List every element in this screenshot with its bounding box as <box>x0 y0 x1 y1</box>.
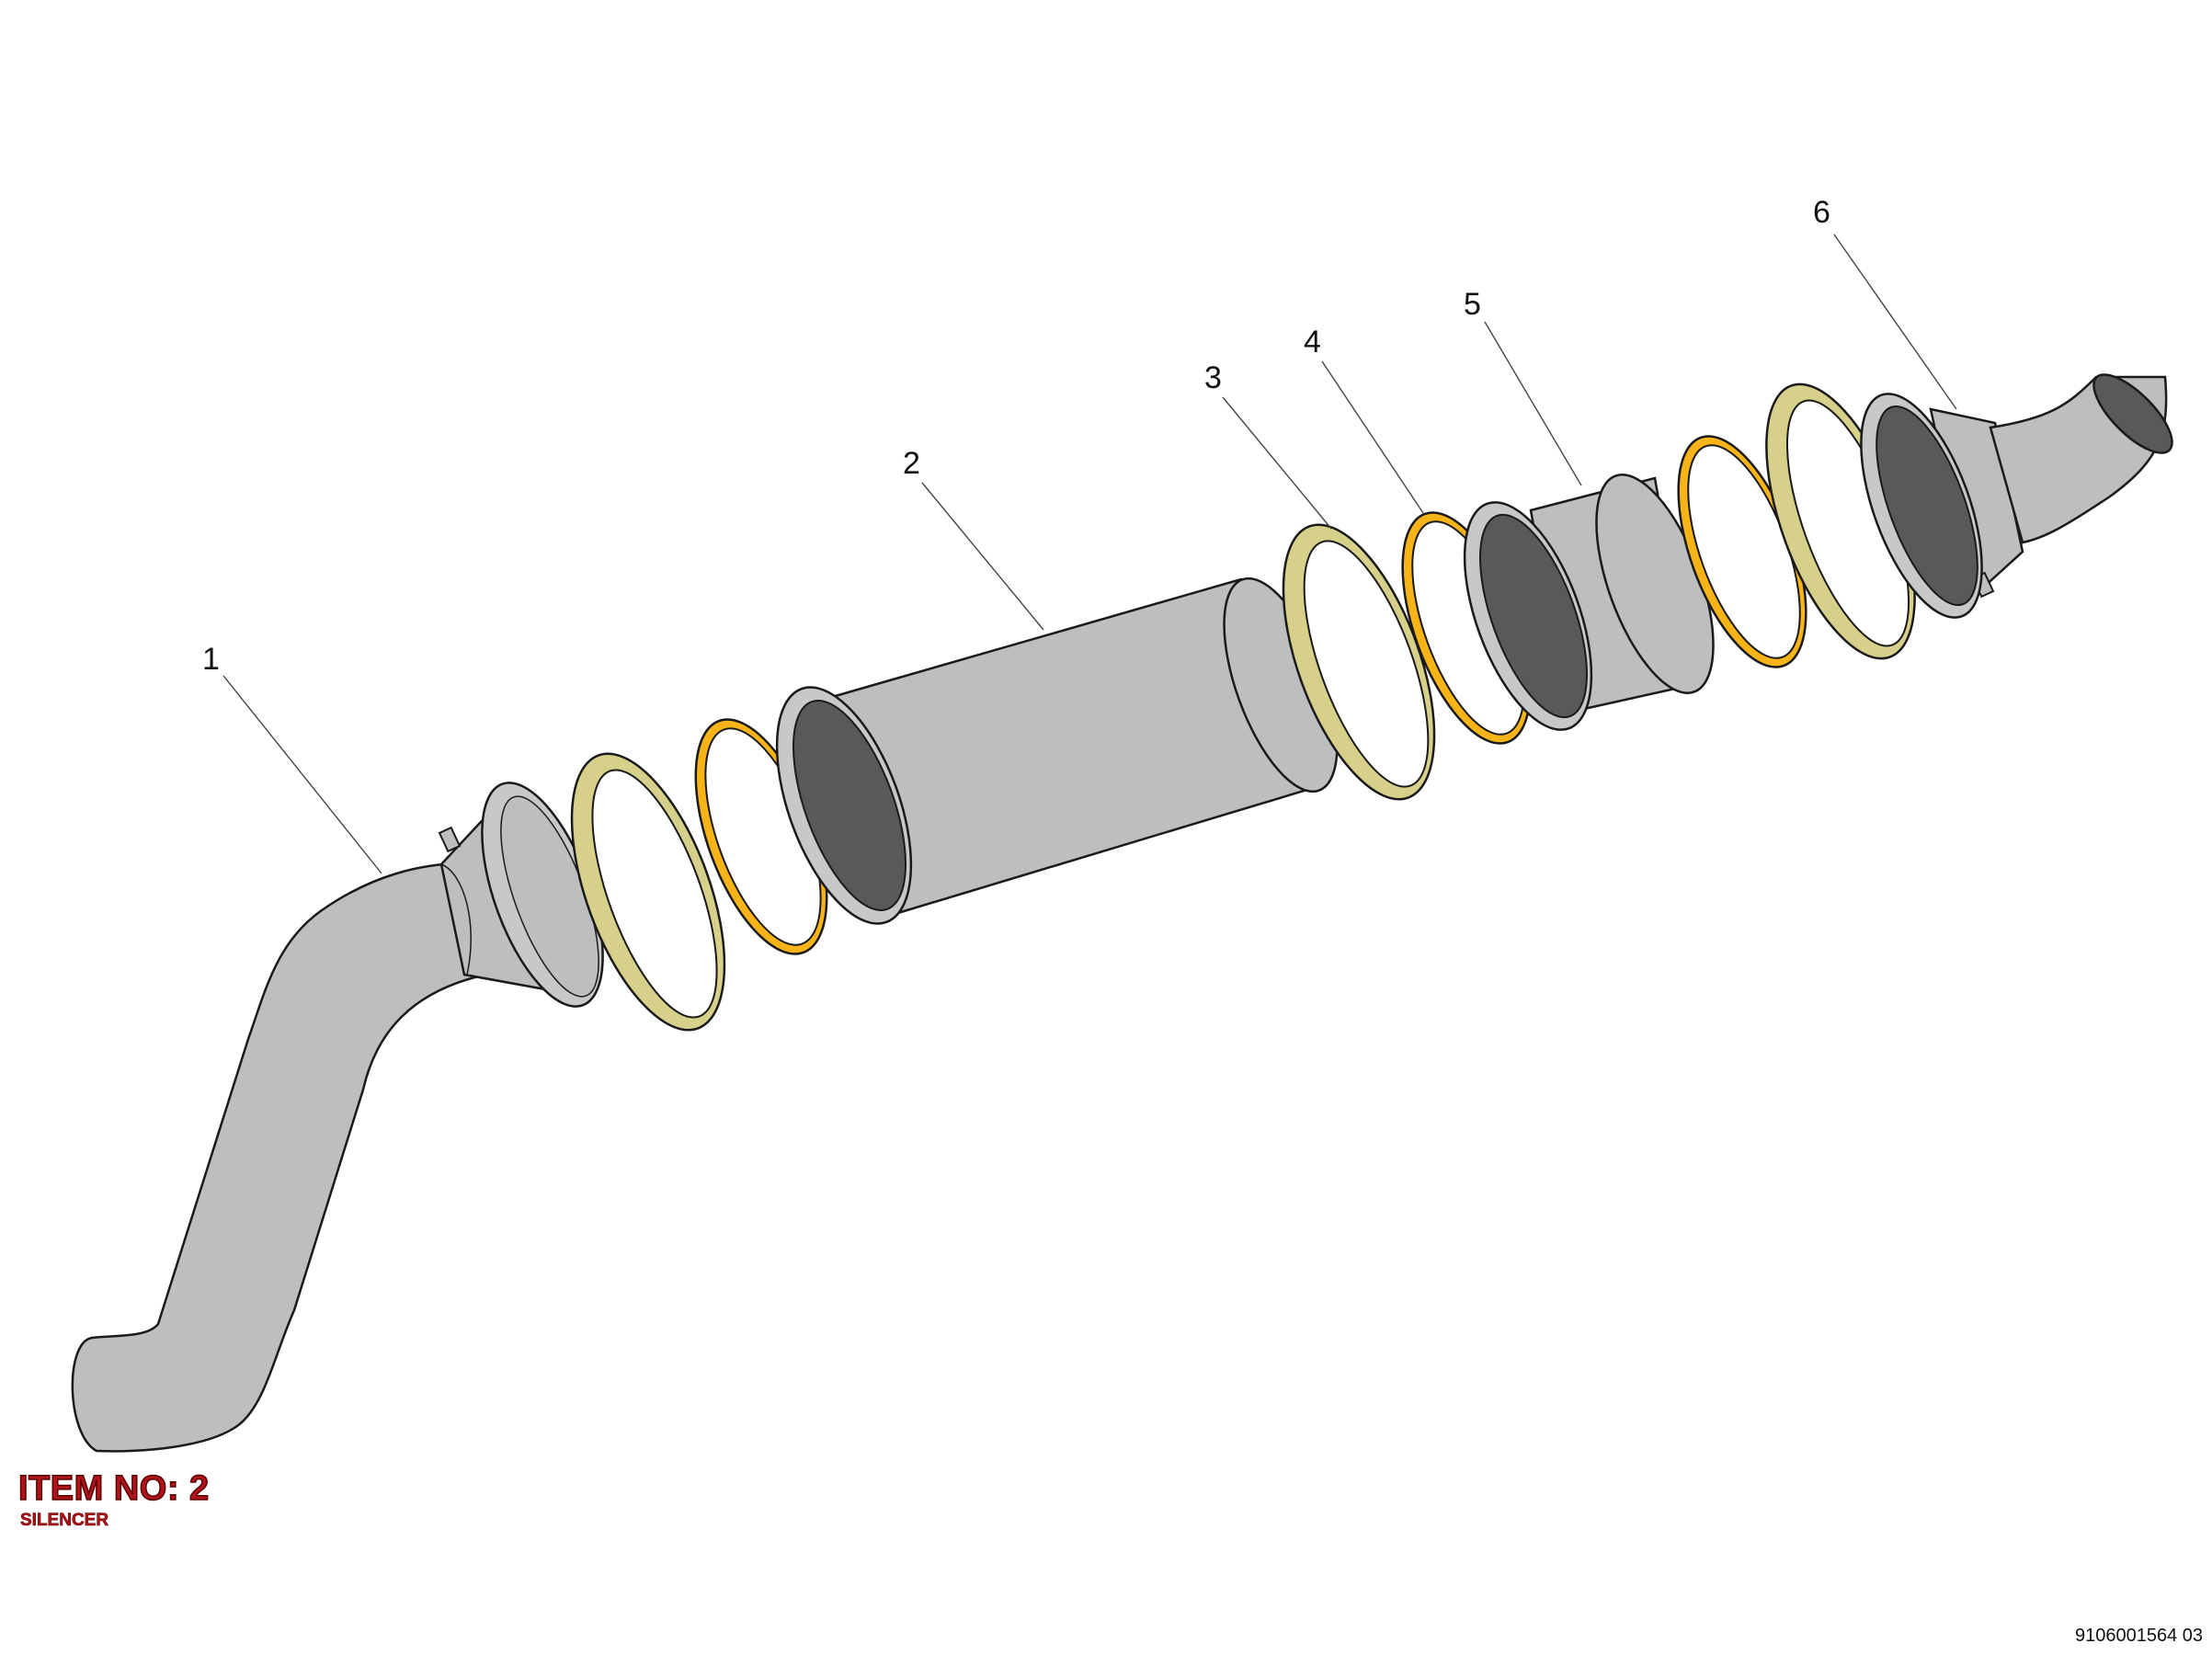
item-number-label: ITEM NO: 2 <box>17 1468 210 1509</box>
leader-4 <box>1321 360 1424 514</box>
part-1-bent-tube <box>71 862 480 1453</box>
part-4-gasket <box>1401 511 1532 745</box>
part-5-opening <box>1479 513 1588 719</box>
gasket-right <box>1677 435 1807 668</box>
clamp-band-right <box>1765 382 1916 660</box>
part-6-outlet-pipe <box>1860 373 2173 619</box>
callout-6: 6 <box>1813 195 1830 230</box>
leader-6 <box>1833 234 1957 410</box>
part-6-outlet-opening <box>2092 373 2173 454</box>
callout-3: 3 <box>1204 360 1222 395</box>
part-6-opening <box>1876 405 1978 607</box>
leader-2 <box>921 482 1044 631</box>
gasket-left <box>694 718 828 955</box>
part-1-inlet-pipe <box>71 782 604 1453</box>
part-3-clamp-band <box>1282 523 1436 801</box>
callout-numbers: 1 2 3 4 5 6 <box>202 195 1830 677</box>
part-2-silencer <box>775 576 1339 925</box>
part-1-bolt <box>438 826 462 853</box>
leader-5 <box>1484 321 1582 486</box>
clamp-band-left <box>570 752 726 1032</box>
leader-lines <box>222 234 1957 874</box>
part-2-opening <box>792 700 906 911</box>
drawing-number: 9106001564 03 <box>2074 1626 2203 1646</box>
leader-1 <box>222 675 382 874</box>
part-5-connecting-pipe <box>1463 474 1715 731</box>
callout-2: 2 <box>903 446 920 481</box>
callout-1: 1 <box>202 642 220 677</box>
callout-4: 4 <box>1304 325 1321 360</box>
callout-5: 5 <box>1464 287 1481 322</box>
leader-3 <box>1222 396 1332 530</box>
item-name-label: SILENCER <box>20 1511 109 1531</box>
